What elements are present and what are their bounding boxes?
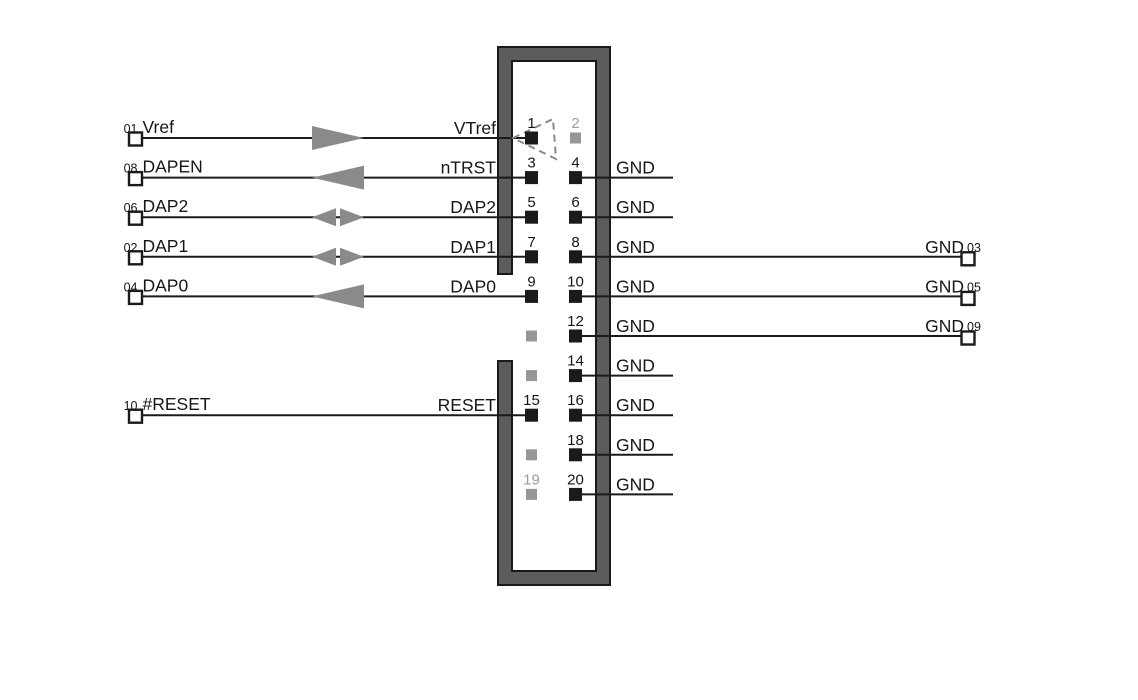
gnd-label: GND (616, 356, 655, 376)
arrow-bidirectional-right-icon (340, 208, 364, 227)
arrow-bidirectional-left-icon (312, 247, 336, 266)
gnd-label: GND (616, 197, 655, 217)
signal-name: DAP1 (143, 236, 189, 256)
connector-pin-label: nTRST (441, 158, 497, 178)
arrow-bidirectional-right-icon (340, 247, 364, 266)
pin-18-number: 18 (567, 432, 584, 449)
connector-pin-label: DAP2 (450, 197, 496, 217)
gnd-label: GND (616, 158, 655, 178)
pin-4-number: 4 (571, 155, 579, 172)
arrow-left-icon (312, 165, 364, 190)
pin-6-number: 6 (571, 194, 579, 211)
pin-5-square (525, 210, 538, 224)
terminal-number: 04 (124, 280, 138, 294)
pin-9-square (525, 289, 538, 303)
signal-name: #RESET (143, 394, 211, 414)
pin-6-square (569, 210, 582, 224)
terminal-03-square (960, 251, 976, 267)
pin-10-number: 10 (567, 273, 584, 290)
pin-3-number: 3 (527, 155, 535, 172)
pin-19-number: 19 (523, 471, 540, 488)
pin-13-square (526, 370, 537, 382)
pin-16-number: 16 (567, 392, 584, 409)
terminal-number: 10 (124, 399, 138, 413)
pin-1-number: 1 (527, 115, 535, 132)
pin-11-square (526, 330, 537, 342)
terminal-number: 01 (124, 122, 138, 136)
pin-8-number: 8 (571, 234, 579, 251)
gnd-label: GND (616, 474, 655, 494)
gnd-terminal-label: GND (925, 316, 964, 336)
signal-name: Vref (143, 117, 175, 137)
pin1-marker-triangle-icon (510, 117, 558, 161)
pin-16-square (569, 408, 582, 422)
pin-20-square (569, 487, 582, 501)
gnd-label: GND (616, 435, 655, 455)
terminal-05-square (960, 290, 976, 307)
pin-12-square (569, 329, 582, 343)
connector-pin-label: DAP0 (450, 276, 496, 296)
connector-shroud (497, 46, 611, 586)
pin-5-number: 5 (527, 194, 535, 211)
terminal-number: 02 (124, 241, 138, 255)
terminal-06-square (127, 210, 144, 226)
pin-15-number: 15 (523, 392, 540, 409)
gnd-label: GND (616, 276, 655, 296)
gnd-terminal-label: GND (925, 237, 964, 257)
terminal-08-square (127, 170, 144, 187)
terminal-10-square (127, 408, 144, 424)
pin-7-square (525, 250, 538, 264)
pin-17-square (526, 449, 537, 461)
terminal-number: 06 (124, 201, 138, 215)
terminal-number: 08 (124, 162, 138, 176)
pin-20-number: 20 (567, 471, 584, 488)
pin-2-square (570, 132, 581, 144)
connector-pin-label: VTref (454, 118, 496, 138)
pin-4-square (569, 171, 582, 185)
signal-name: DAP2 (143, 196, 189, 216)
terminal-02-square (127, 250, 144, 266)
arrow-left-icon (312, 284, 364, 309)
arrow-bidirectional-left-icon (312, 208, 336, 227)
pin-1-square (525, 131, 538, 145)
pin-8-square (569, 250, 582, 264)
pin-3-square (525, 171, 538, 185)
pin-7-number: 7 (527, 234, 535, 251)
terminal-04-square (127, 289, 144, 306)
pin-19-square (526, 488, 537, 500)
connector-pin-label: DAP1 (450, 237, 496, 257)
pin-9-number: 9 (527, 273, 535, 290)
gnd-label: GND (616, 237, 655, 257)
connector-pin-label: RESET (438, 395, 497, 415)
signal-name: DAP0 (143, 275, 189, 295)
pin-14-square (569, 369, 582, 383)
pin-12-number: 12 (567, 313, 584, 330)
pin-14-number: 14 (567, 353, 584, 370)
arrow-right-icon (312, 126, 364, 150)
signal-name: DAPEN (143, 157, 203, 177)
pin-18-square (569, 448, 582, 462)
pin-10-square (569, 289, 582, 303)
gnd-label: GND (616, 316, 655, 336)
pin-15-square (525, 408, 538, 422)
pin-2-number: 2 (571, 115, 579, 132)
gnd-label: GND (616, 395, 655, 415)
terminal-09-square (960, 330, 976, 346)
gnd-terminal-label: GND (925, 276, 964, 296)
terminal-01-square (127, 131, 144, 147)
